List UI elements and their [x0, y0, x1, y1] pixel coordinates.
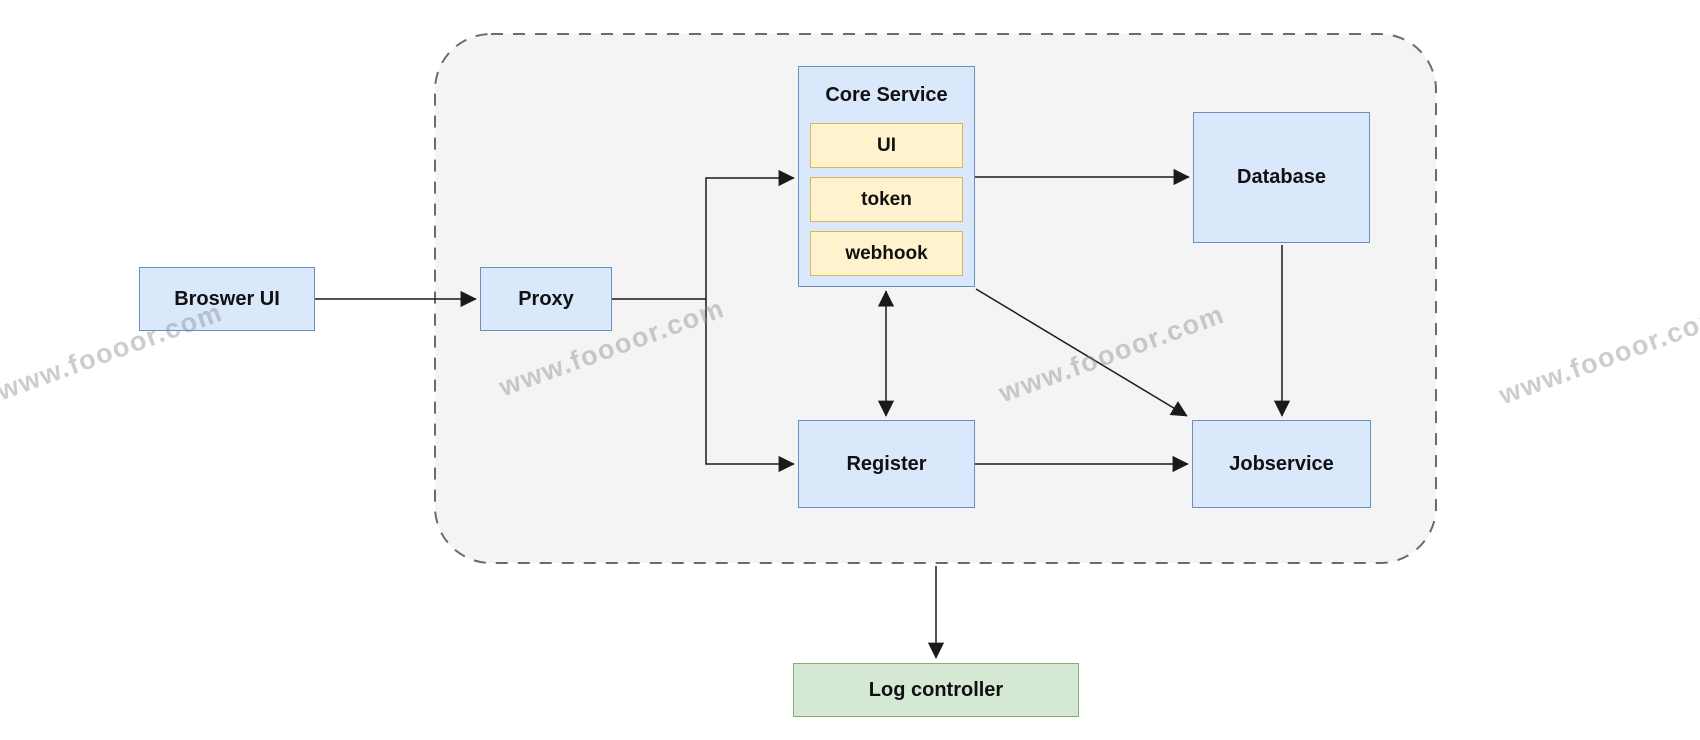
node-core-service-title: Core Service: [825, 83, 948, 106]
edge-proxy-to-core-service: [612, 169, 795, 300]
edge-proxy-to-register: [705, 299, 795, 473]
node-core-service-ui-label: UI: [877, 134, 896, 156]
node-core-service-token-label: token: [861, 188, 912, 210]
node-register-label: Register: [846, 452, 927, 475]
node-database: Database: [1193, 112, 1370, 243]
node-jobservice: Jobservice: [1192, 420, 1371, 508]
node-browser-ui-label: Broswer UI: [174, 287, 280, 310]
node-core-service-webhook-label: webhook: [845, 242, 928, 264]
node-core-service-ui: UI: [810, 123, 963, 168]
node-core-service-token: token: [810, 177, 963, 222]
node-register: Register: [798, 420, 975, 508]
core-service-items: UI token webhook: [799, 123, 974, 276]
node-core-service: Core Service UI token webhook: [798, 66, 975, 287]
edge-core-service-to-jobservice: [975, 288, 1188, 417]
node-core-service-webhook: webhook: [810, 231, 963, 276]
node-jobservice-label: Jobservice: [1229, 452, 1334, 475]
node-log-controller-label: Log controller: [868, 678, 1004, 701]
node-proxy-label: Proxy: [518, 287, 574, 310]
node-log-controller: Log controller: [793, 663, 1079, 717]
node-proxy: Proxy: [480, 267, 612, 331]
node-browser-ui: Broswer UI: [139, 267, 315, 331]
node-database-label: Database: [1237, 166, 1326, 188]
